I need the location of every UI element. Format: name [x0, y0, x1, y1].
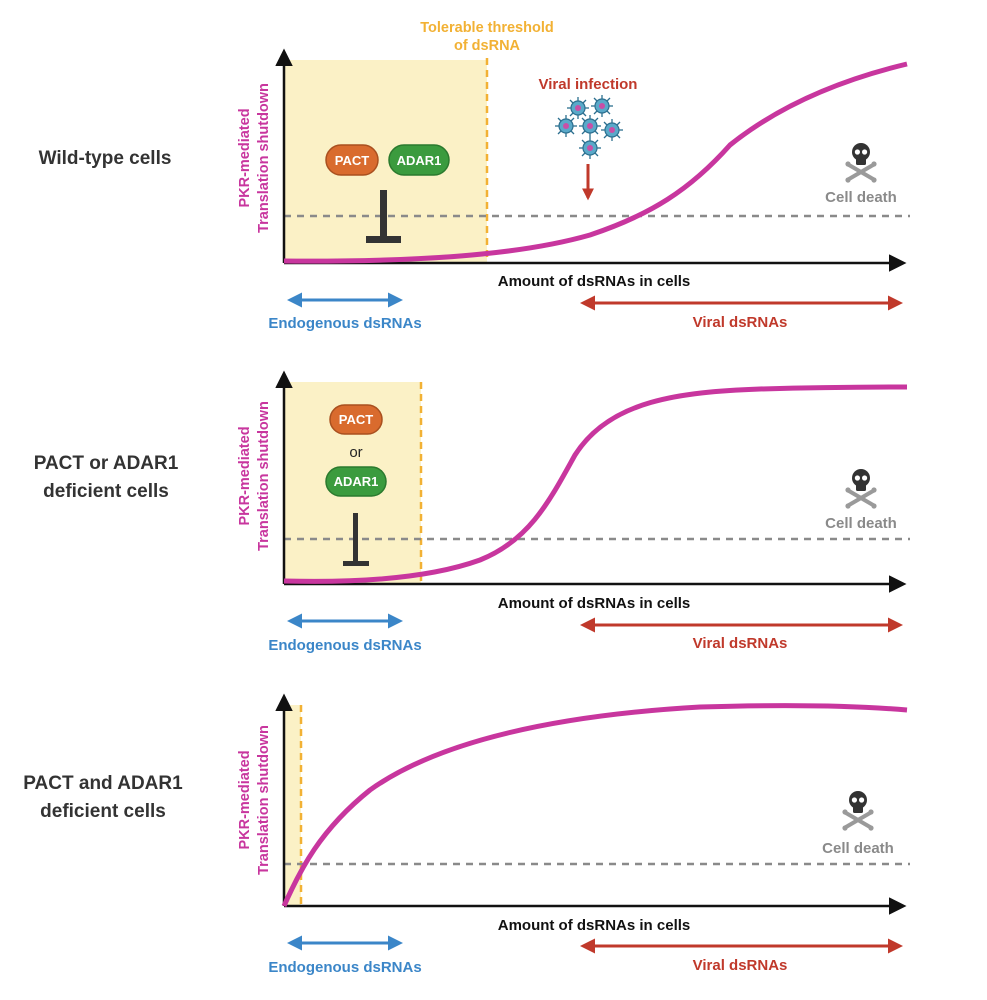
y-axis-label: PKR-mediated	[237, 750, 253, 849]
adar1-pill: ADAR1	[388, 144, 450, 176]
y-axis-label: Translation shutdown	[256, 83, 272, 233]
endogenous-label: Endogenous dsRNAs	[268, 637, 421, 654]
curve	[283, 61, 908, 264]
x-axis-label: Amount of dsRNAs in cells	[498, 273, 691, 290]
threshold-label: of dsRNA	[454, 38, 521, 54]
virus-icon	[554, 94, 624, 160]
y-axis-label: PKR-mediated	[237, 426, 253, 525]
curve	[283, 384, 908, 584]
y-axis-label: Translation shutdown	[256, 401, 272, 551]
panel-label: deficient cells	[43, 481, 169, 502]
viral-label: Viral dsRNAs	[693, 635, 788, 652]
panel-label: deficient cells	[40, 801, 166, 822]
adar1-pill: ADAR1	[325, 466, 387, 497]
endogenous-label: Endogenous dsRNAs	[268, 959, 421, 976]
skull-icon	[843, 467, 879, 511]
panel-label: Wild-type cells	[39, 148, 172, 169]
inhibition-icon	[343, 513, 369, 566]
viral-label: Viral dsRNAs	[693, 314, 788, 331]
inhibition-icon	[366, 190, 401, 243]
svg-text:ADAR1: ADAR1	[397, 153, 442, 168]
panel-double-deficient: PACT and ADAR1 deficient cells PKR-media…	[23, 693, 910, 976]
curve	[281, 703, 908, 908]
x-axis-label: Amount of dsRNAs in cells	[498, 917, 691, 934]
panel-single-deficient: PACT or ADAR1 deficient cells PKR-mediat…	[34, 370, 910, 654]
svg-text:ADAR1: ADAR1	[334, 474, 379, 489]
pact-pill: PACT	[329, 404, 383, 435]
endogenous-label: Endogenous dsRNAs	[268, 315, 421, 332]
x-axis-label: Amount of dsRNAs in cells	[498, 595, 691, 612]
svg-text:PACT: PACT	[335, 153, 369, 168]
panel-label: PACT or ADAR1	[34, 453, 179, 474]
svg-text:PACT: PACT	[339, 412, 373, 427]
skull-icon	[843, 141, 879, 185]
cell-death-label: Cell death	[825, 515, 897, 532]
y-axis-label: Translation shutdown	[256, 725, 272, 875]
cell-death-label: Cell death	[822, 840, 894, 857]
pact-pill: PACT	[325, 144, 379, 176]
viral-infection-label: Viral infection	[539, 76, 638, 93]
panel-label: PACT and ADAR1	[23, 773, 183, 794]
skull-icon	[840, 789, 876, 833]
connector-text: or	[349, 444, 362, 461]
threshold-label: Tolerable threshold	[420, 20, 553, 36]
y-axis-label: PKR-mediated	[237, 108, 253, 207]
tolerable-zone	[284, 705, 301, 906]
viral-label: Viral dsRNAs	[693, 957, 788, 974]
panel-wild-type: Wild-type cells PKR-mediated Translation…	[39, 20, 910, 332]
cell-death-label: Cell death	[825, 189, 897, 206]
